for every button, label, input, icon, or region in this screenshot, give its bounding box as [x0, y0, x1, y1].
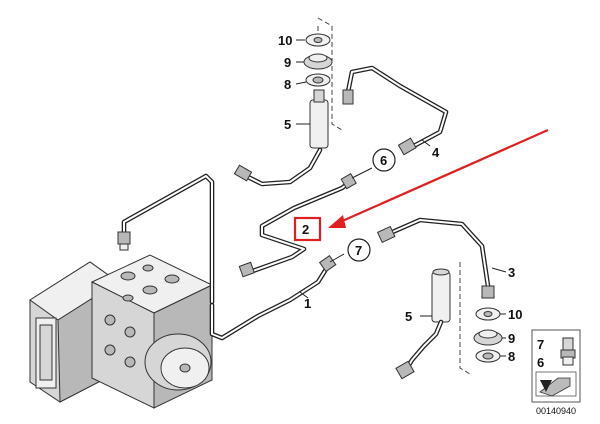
callout-10-lower: 10 — [508, 307, 522, 322]
callout-7-circle — [347, 238, 371, 262]
image-code: 00140940 — [536, 406, 576, 416]
callout-4: 4 — [432, 145, 440, 160]
legend-box — [531, 329, 581, 403]
callout-5-upper: 5 — [284, 117, 291, 132]
callout-8-upper: 8 — [284, 77, 291, 92]
callout-6: 6 — [380, 153, 387, 168]
brake-hose-3 — [376, 217, 495, 299]
callout-2: 2 — [302, 222, 309, 237]
callout-9-lower: 9 — [508, 331, 515, 346]
callout-1: 1 — [304, 296, 311, 311]
brake-hose-4 — [342, 65, 449, 156]
legend-label-7: 7 — [537, 337, 544, 352]
upper-hose-assembly — [303, 17, 343, 149]
legend-label-6: 6 — [537, 355, 544, 370]
brake-pipe-2 — [121, 173, 353, 305]
abs-hydraulic-unit — [29, 254, 214, 409]
callout-labels: 10 9 8 5 4 6 2 7 3 1 5 10 9 8 7 6 001409… — [278, 33, 576, 416]
callout-3: 3 — [508, 265, 515, 280]
callout-5-lower: 5 — [405, 309, 412, 324]
brake-hose-5-upper — [233, 147, 323, 187]
leader-lines — [295, 39, 507, 357]
highlight-arrow — [293, 128, 549, 242]
callout-6-circle — [372, 148, 396, 172]
callout-7: 7 — [355, 243, 362, 258]
callout-8-lower: 8 — [508, 349, 515, 364]
callout-9-upper: 9 — [284, 55, 291, 70]
brake-pipe-1 — [209, 263, 331, 341]
callout-10-upper: 10 — [278, 33, 292, 48]
